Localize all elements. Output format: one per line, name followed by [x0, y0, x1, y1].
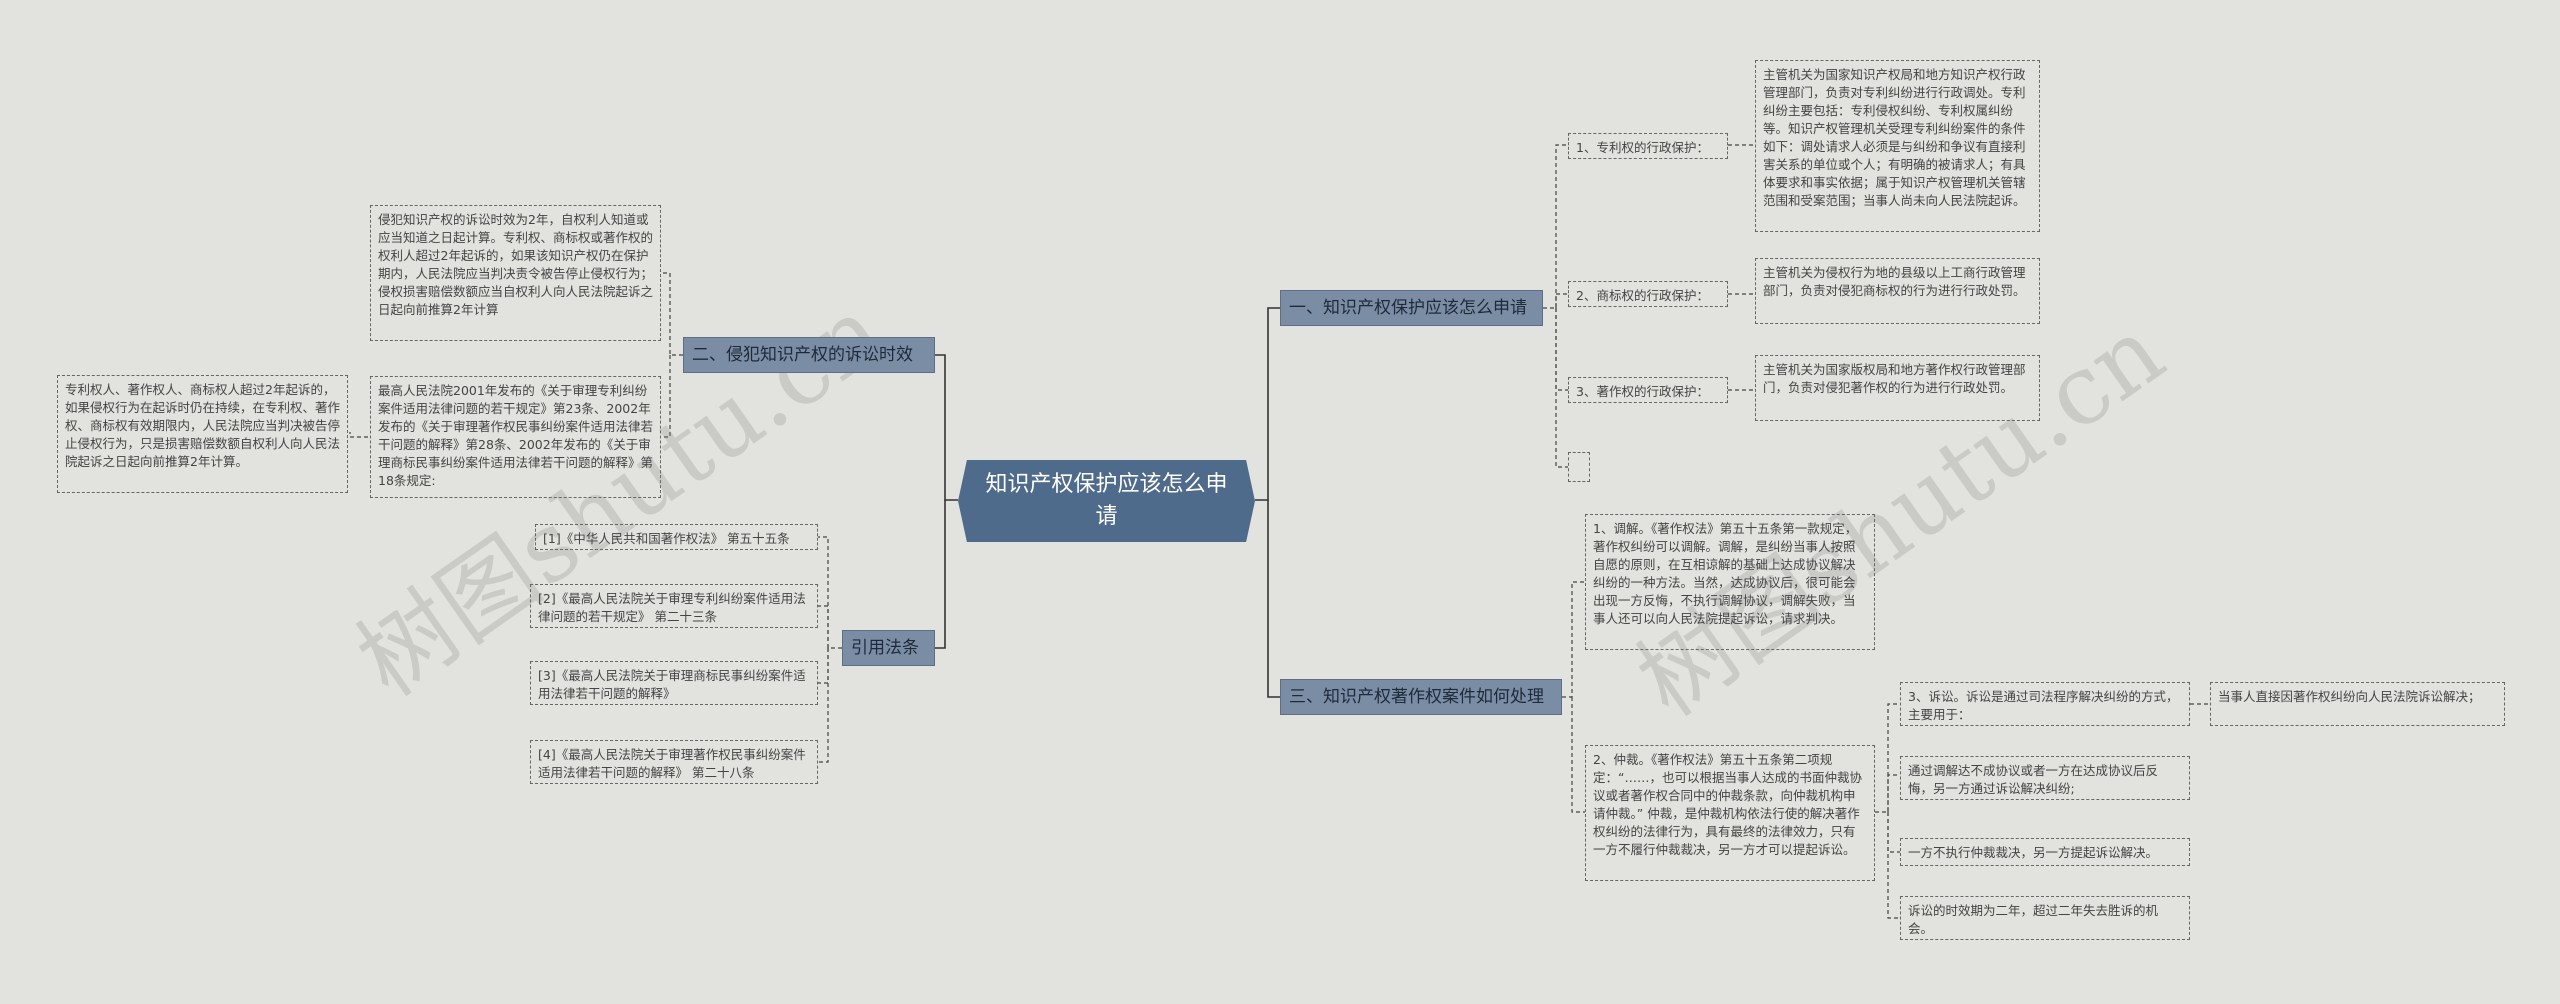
- patent-admin-detail[interactable]: 主管机关为国家知识产权局和地方知识产权行政管理部门，负责对专利纠纷进行行政调处。…: [1755, 60, 2040, 232]
- continuing-infringement-node[interactable]: 专利权人、著作权人、商标权人超过2年起诉的，如果侵权行为在起诉时仍在持续，在专利…: [57, 375, 348, 493]
- branch-cited-laws[interactable]: 引用法条: [842, 630, 935, 666]
- branch-label: 三、知识产权著作权案件如何处理: [1289, 687, 1544, 707]
- copyright-admin-detail[interactable]: 主管机关为国家版权局和地方著作权行政管理部门，负责对侵犯著作权的行为进行行政处罚…: [1755, 355, 2040, 421]
- empty-node[interactable]: [1568, 452, 1590, 482]
- root-label: 知识产权保护应该怎么申请: [985, 472, 1228, 529]
- trademark-admin-protection[interactable]: 2、商标权的行政保护：: [1568, 281, 1728, 307]
- litigation-after-mediation[interactable]: 通过调解达不成协议或者一方在达成协议后反悔，另一方通过诉讼解决纠纷;: [1900, 756, 2190, 800]
- branch-limitation-period[interactable]: 二、侵犯知识产权的诉讼时效: [683, 337, 935, 373]
- arbitration-node[interactable]: 2、仲裁。《著作权法》第五十五条第二项规定：“……，也可以根据当事人达成的书面仲…: [1585, 745, 1875, 881]
- law-citation-4[interactable]: [4]《最高人民法院关于审理著作权民事纠纷案件适用法律若干问题的解释》 第二十八…: [530, 740, 818, 784]
- trademark-admin-detail[interactable]: 主管机关为侵权行为地的县级以上工商行政管理部门，负责对侵犯商标权的行为进行行政处…: [1755, 258, 2040, 324]
- law-citation-1[interactable]: [1]《中华人民共和国著作权法》 第五十五条: [535, 524, 818, 550]
- patent-admin-protection[interactable]: 1、专利权的行政保护：: [1568, 133, 1728, 159]
- copyright-admin-protection[interactable]: 3、著作权的行政保护：: [1568, 377, 1728, 403]
- litigation-after-arbitration[interactable]: 一方不执行仲裁裁决，另一方提起诉讼解决。: [1900, 838, 2190, 866]
- judicial-interpretation-node[interactable]: 最高人民法院2001年发布的《关于审理专利纠纷案件适用法律问题的若干规定》第23…: [370, 376, 661, 498]
- litigation-node[interactable]: 3、诉讼。诉讼是通过司法程序解决纠纷的方式，主要用于：: [1900, 682, 2190, 726]
- law-citation-2[interactable]: [2]《最高人民法院关于审理专利纠纷案件适用法律问题的若干规定》 第二十三条: [530, 584, 818, 628]
- mediation-node[interactable]: 1、调解。《著作权法》第五十五条第一款规定，著作权纠纷可以调解。调解，是纠纷当事…: [1585, 514, 1875, 650]
- branch-copyright-cases[interactable]: 三、知识产权著作权案件如何处理: [1280, 679, 1562, 715]
- litigation-limitation[interactable]: 诉讼的时效期为二年，超过二年失去胜诉的机会。: [1900, 896, 2190, 940]
- branch-label: 一、知识产权保护应该怎么申请: [1289, 298, 1527, 318]
- branch-label: 二、侵犯知识产权的诉讼时效: [692, 345, 913, 365]
- root-node[interactable]: 知识产权保护应该怎么申请: [958, 460, 1255, 542]
- litigation-direct[interactable]: 当事人直接因著作权纠纷向人民法院诉讼解决；: [2210, 682, 2505, 726]
- branch-apply-protection[interactable]: 一、知识产权保护应该怎么申请: [1280, 290, 1543, 326]
- branch-label: 引用法条: [851, 638, 919, 658]
- law-citation-3[interactable]: [3]《最高人民法院关于审理商标民事纠纷案件适用法律若干问题的解释》: [530, 661, 818, 705]
- limitation-general-node[interactable]: 侵犯知识产权的诉讼时效为2年，自权利人知道或应当知道之日起计算。专利权、商标权或…: [370, 205, 661, 341]
